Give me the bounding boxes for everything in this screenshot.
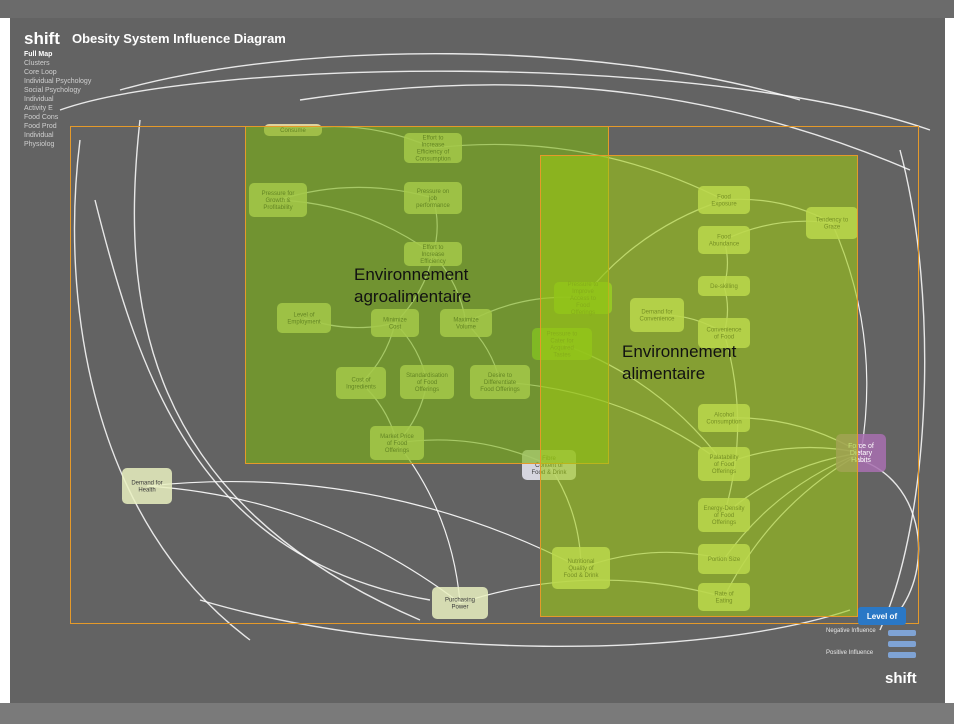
overlay-food-environment <box>540 155 858 617</box>
bottom-band <box>0 703 954 724</box>
sidebar-item[interactable]: Individual Psychology <box>24 78 92 85</box>
influence-link <box>146 480 582 569</box>
node-box <box>122 468 172 504</box>
sidebar-item[interactable]: Food Prod <box>24 123 57 130</box>
food-environment-label: Environnement alimentaire <box>622 342 737 383</box>
sidebar-item[interactable]: Clusters <box>24 60 50 67</box>
top-band <box>0 0 954 18</box>
influence-arc <box>299 84 911 171</box>
sidebar-item[interactable]: Individual <box>24 96 54 103</box>
sidebar-item[interactable]: Social Psychology <box>24 87 81 94</box>
influence-arc <box>94 199 431 601</box>
header-title: Obesity System Influence Diagram <box>72 31 286 46</box>
sidebar-nav: Full Map Clusters Core Loop Individual P… <box>24 50 144 149</box>
influence-arc <box>73 139 251 641</box>
footer-brand: shift <box>885 670 917 687</box>
sidebar-item[interactable]: Activity E <box>24 105 53 112</box>
influence-arc <box>199 599 851 647</box>
influence-arc <box>133 119 421 621</box>
influence-link <box>146 485 461 604</box>
level-legend-box: Level of <box>858 607 906 625</box>
influence-arc <box>119 52 801 101</box>
node-box <box>432 587 488 619</box>
sidebar-item[interactable]: Physiolog <box>24 141 55 148</box>
header-brand: shift <box>24 29 60 48</box>
sidebar-item[interactable]: Food Cons <box>24 114 59 121</box>
legend-mini-box <box>888 630 916 636</box>
sidebar-item[interactable]: Full Map <box>24 51 53 58</box>
legend-mini-box <box>888 652 916 658</box>
positive-influence-label: Positive Influence <box>826 650 874 656</box>
legend-mini-box <box>888 641 916 647</box>
sidebar-item[interactable]: Individual <box>24 132 54 139</box>
influence-arc <box>879 149 926 631</box>
negative-influence-label: Negative Influence <box>826 628 876 634</box>
influence-arc <box>59 70 931 131</box>
agro-environment-label: Environnement agroalimentaire <box>354 265 472 306</box>
sidebar-item[interactable]: Core Loop <box>24 69 57 76</box>
